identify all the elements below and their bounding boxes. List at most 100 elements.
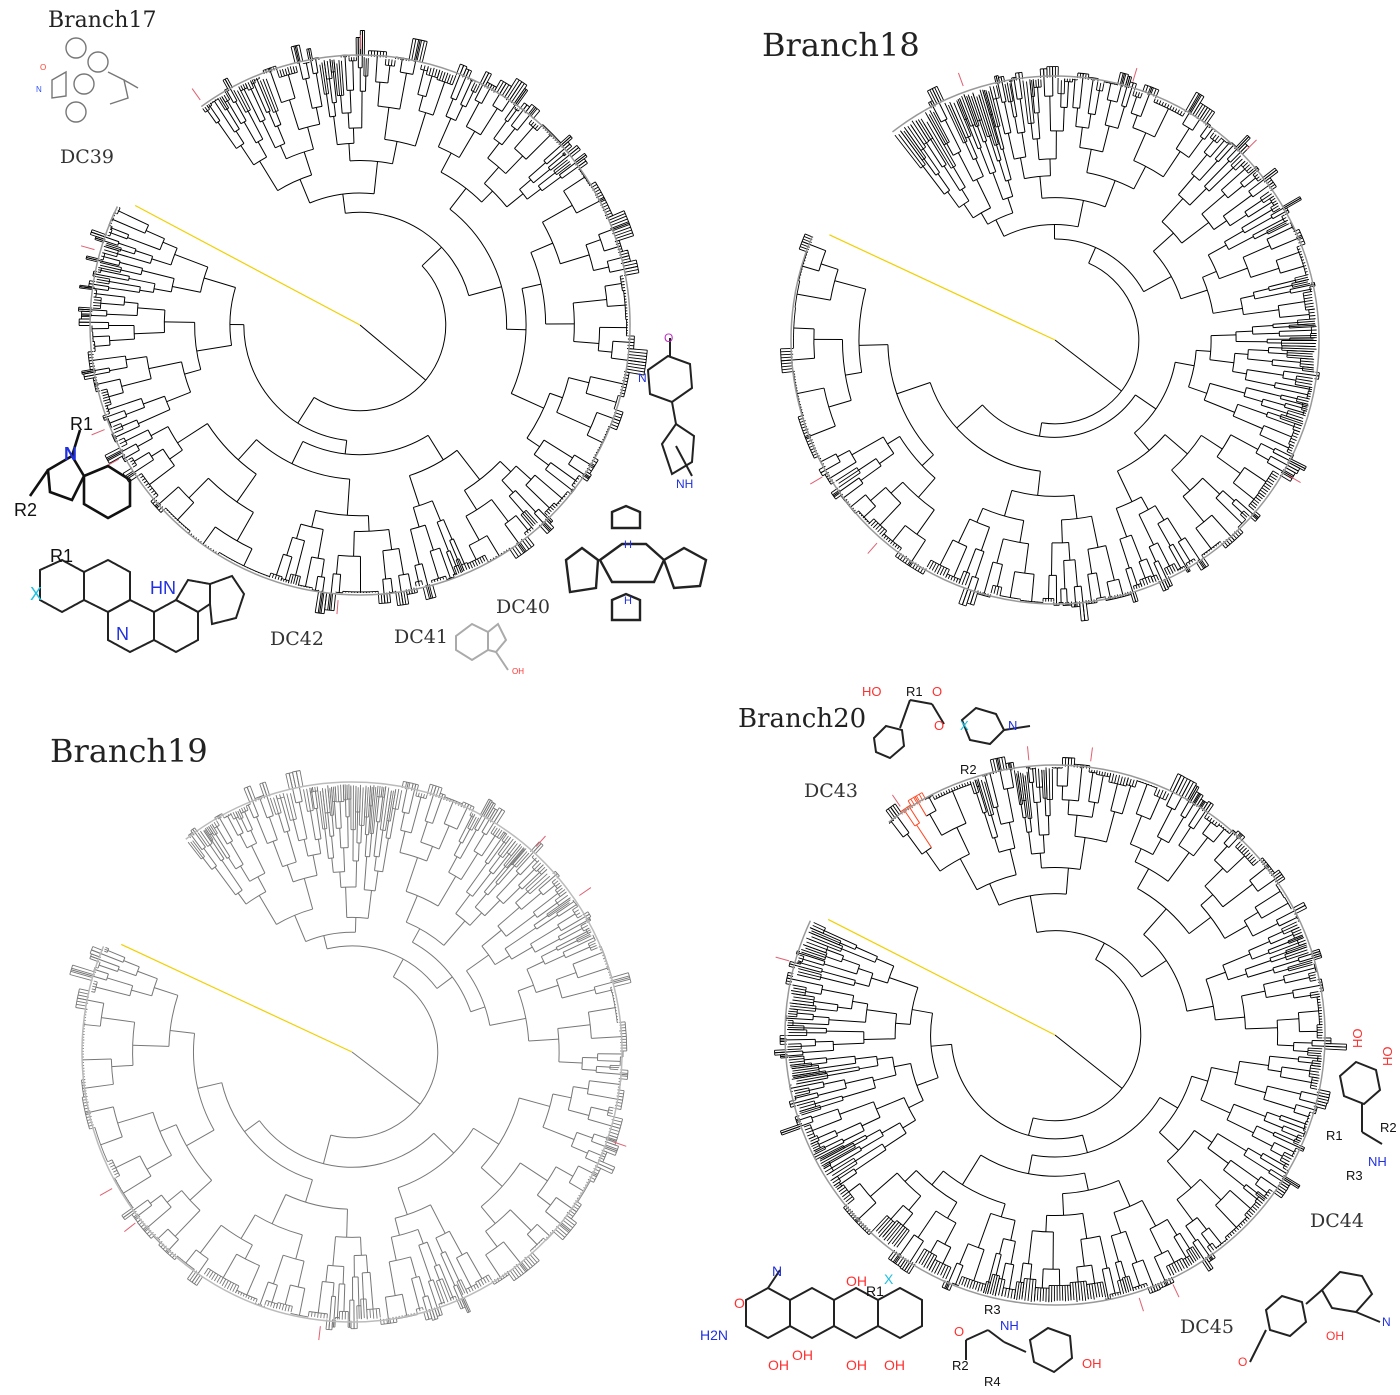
tree-branch: [1032, 96, 1036, 114]
leaf-fan: [346, 784, 352, 800]
tree-branch: [1079, 73, 1084, 109]
tree-branch: [1178, 175, 1195, 195]
tree-branch: [1119, 539, 1130, 569]
tree-branch: [1281, 1130, 1298, 1138]
tree-branch: [123, 1175, 152, 1194]
tree-arc: [1000, 820, 1014, 825]
leaf-fan: [438, 1301, 446, 1306]
tree-branch: [1193, 837, 1209, 857]
tree-arc: [1226, 1104, 1235, 1121]
leaf-fan: [546, 897, 571, 918]
tree-branch: [1216, 456, 1241, 474]
tree-branch: [555, 1166, 574, 1177]
leaf-fan: [83, 371, 97, 381]
tree-branch: [1087, 77, 1094, 114]
tree-arc: [992, 561, 1003, 565]
tree-arc: [1215, 1189, 1231, 1206]
tree-branch: [111, 218, 146, 234]
tree-arc: [1200, 1067, 1212, 1101]
tree-branch: [355, 860, 358, 888]
tree-branch: [1116, 73, 1125, 103]
leaf-fan: [253, 76, 260, 81]
leaf-fan: [888, 819, 895, 824]
leaf-fan: [456, 1279, 469, 1296]
tree-branch: [1077, 200, 1084, 227]
leaf-fan: [395, 589, 410, 607]
tree-branch: [585, 239, 601, 246]
tree-branch: [1079, 837, 1086, 870]
tree-branch: [199, 1224, 222, 1254]
tree-branch: [1245, 1027, 1278, 1030]
tree-branch: [849, 494, 866, 508]
tree-branch: [1226, 855, 1245, 873]
tree-branch: [294, 915, 307, 942]
alkaloid-hn-label: HN: [150, 578, 176, 598]
leaf-fan: [104, 447, 126, 464]
leaf-fan: [283, 793, 297, 821]
leaf-fan: [1026, 766, 1031, 769]
tree-branch: [1267, 941, 1289, 951]
tree-branch: [197, 1082, 222, 1089]
tree-arc: [397, 1127, 474, 1189]
tree-arc: [841, 339, 852, 401]
tree-branch: [357, 842, 360, 861]
tree-arc: [382, 577, 392, 580]
tree-branch: [1274, 1131, 1295, 1142]
tree-branch: [1009, 571, 1016, 598]
tetracycline-h2n-label: H2N: [700, 1327, 728, 1343]
tree-arc: [1243, 1184, 1247, 1189]
leaf-fan: [1045, 768, 1054, 801]
tree-branch: [1262, 1152, 1285, 1167]
tree-branch: [837, 1006, 852, 1010]
tree-arc: [885, 487, 902, 504]
leaf-fan: [244, 81, 255, 91]
tree-branch: [1263, 979, 1285, 986]
leaf-fan: [894, 130, 926, 169]
leaf-fan: [433, 1305, 443, 1317]
tramadol-o-label: O: [1238, 1355, 1247, 1369]
tree-branch: [959, 858, 978, 890]
tree-branch: [1039, 176, 1043, 199]
tree-arc: [444, 823, 458, 830]
tree-branch: [398, 548, 404, 575]
leaf-fan: [791, 984, 807, 996]
tree-arc: [136, 303, 139, 316]
tree-arc: [329, 115, 336, 118]
tree-arc: [1171, 435, 1202, 471]
tree-branch: [1232, 482, 1255, 500]
tree-branch: [367, 515, 370, 532]
tree-branch: [1084, 1172, 1089, 1191]
tree-arc: [445, 115, 456, 121]
tree-branch: [1088, 247, 1096, 264]
tree-branch: [521, 872, 540, 890]
tree-branch: [838, 1168, 855, 1180]
tree-branch: [159, 1124, 177, 1132]
tree-branch: [1223, 1169, 1245, 1188]
tree-branch: [1208, 1227, 1222, 1245]
tree-branch: [994, 837, 1000, 853]
leaf-fan: [415, 1307, 424, 1313]
leaf-fan: [290, 44, 304, 64]
leaf-fan: [1201, 541, 1222, 557]
tree-branch: [1274, 387, 1308, 396]
tree-branch: [1235, 498, 1259, 519]
tree-branch: [1217, 144, 1235, 163]
leaf-fan: [774, 1049, 788, 1056]
tree-branch: [137, 970, 158, 980]
tree-branch: [258, 796, 268, 819]
catechol-r1-label: R1: [1326, 1128, 1343, 1143]
tree-branch: [244, 1120, 260, 1133]
tree-arc: [1255, 443, 1262, 454]
tree-branch: [560, 254, 590, 265]
tree-arc: [1178, 537, 1186, 543]
outer-ring: [790, 75, 1320, 605]
tree-branch: [1269, 951, 1287, 959]
tree-branch: [106, 313, 138, 317]
leaf-fan: [1153, 98, 1185, 117]
tetracycline-oh3-label: OH: [846, 1357, 867, 1373]
tree-arc: [942, 1170, 1006, 1205]
tree-arc: [1271, 359, 1274, 366]
tree-branch: [887, 435, 900, 445]
tree-branch: [1003, 490, 1013, 517]
tree-branch: [988, 136, 998, 162]
